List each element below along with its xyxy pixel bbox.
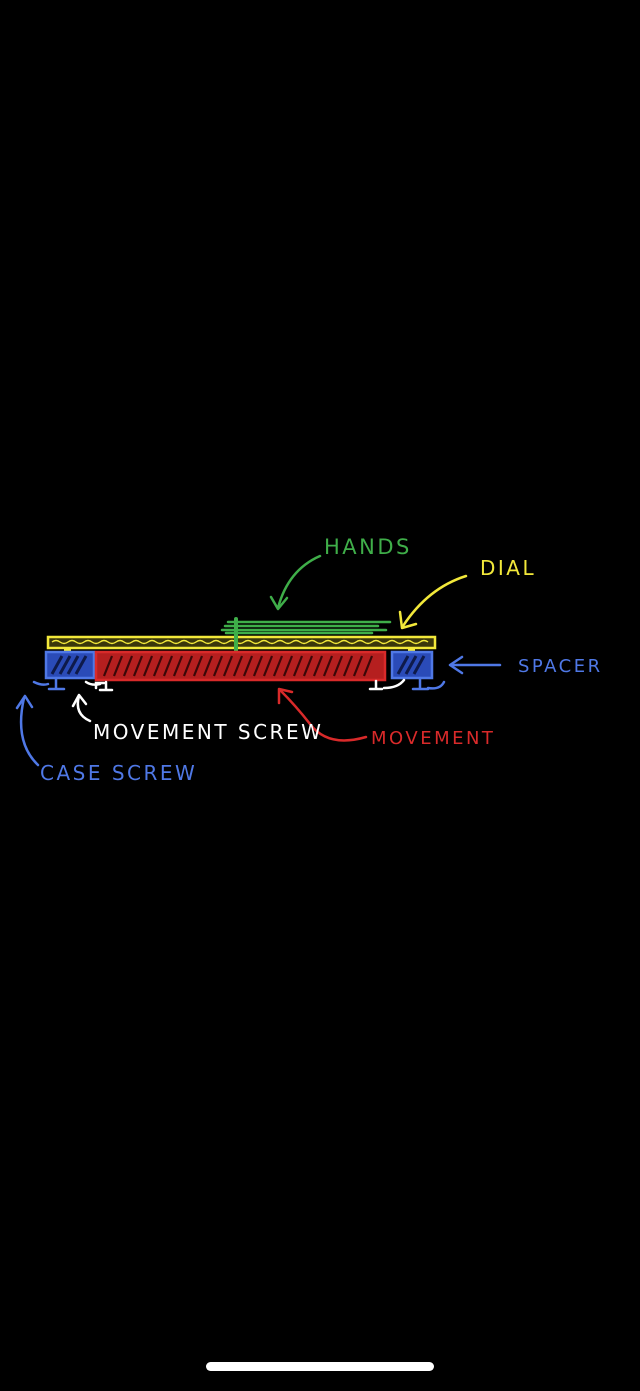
hands-stack	[220, 617, 392, 654]
dial-arrow	[398, 574, 468, 630]
movement-screw-left	[84, 680, 114, 692]
hands-label: HANDS	[324, 535, 412, 559]
spacer-left	[44, 650, 96, 680]
dial-label: DIAL	[480, 556, 537, 580]
spacer-label: SPACER	[518, 656, 603, 677]
case-screw-left	[32, 676, 66, 691]
case-screw-right	[411, 676, 446, 691]
movement-screw-right	[368, 678, 406, 691]
case-screw-arrow	[15, 694, 40, 767]
movement-block	[94, 650, 387, 682]
hands-arrow	[269, 554, 322, 611]
home-indicator[interactable]	[206, 1362, 434, 1371]
case-screw-label: CASE SCREW	[40, 761, 198, 785]
spacer-right	[390, 650, 434, 680]
movement-screw-label: MOVEMENT SCREW	[93, 720, 324, 744]
movement-screw-arrow	[71, 693, 92, 723]
spacer-arrow	[448, 655, 502, 675]
movement-label: MOVEMENT	[371, 728, 496, 749]
movement-arrow	[277, 687, 368, 742]
